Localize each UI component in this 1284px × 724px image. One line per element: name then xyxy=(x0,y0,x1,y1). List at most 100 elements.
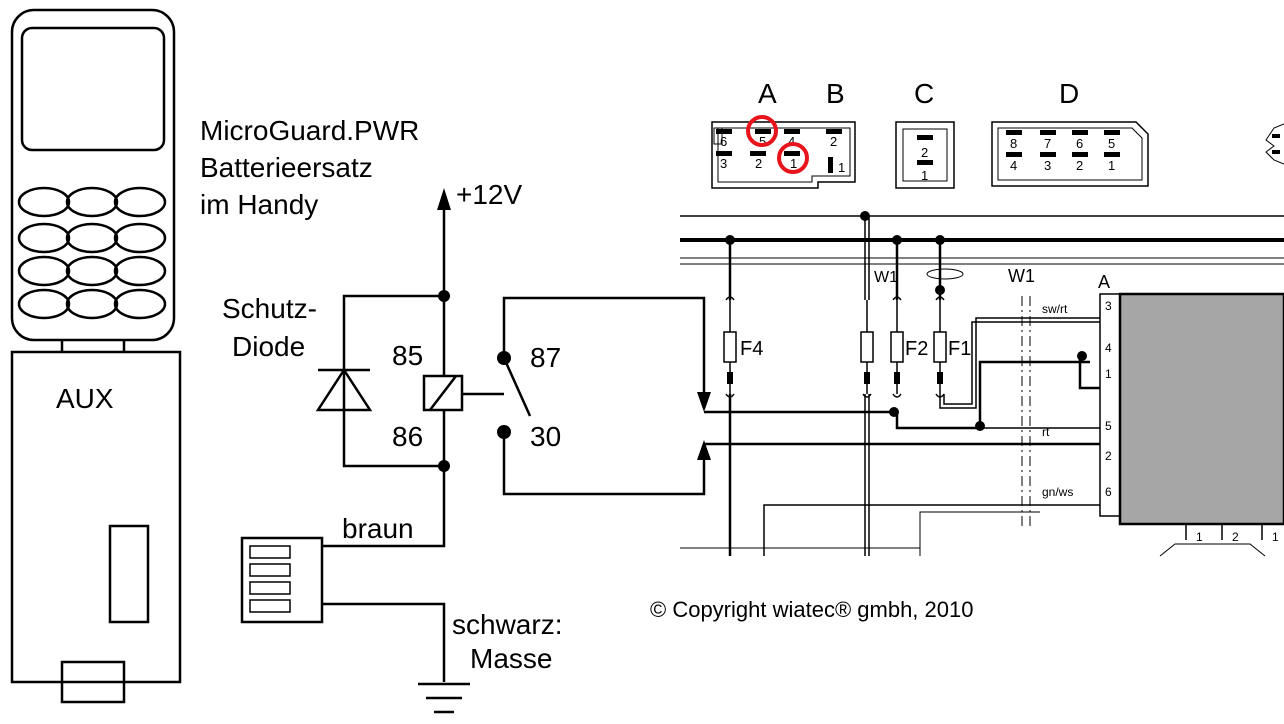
wire-marker-w1-a: W1 xyxy=(874,269,898,286)
connector-a-pins: 6 5 4 3 2 1 xyxy=(716,129,800,171)
fuse-unlabeled xyxy=(860,300,874,398)
diode-loop xyxy=(342,294,444,468)
wire-color-rt: rt xyxy=(1042,425,1050,439)
black-wire-label-1: schwarz: xyxy=(452,609,562,640)
mobile-phone: AUX xyxy=(10,8,182,704)
supply-label: +12V xyxy=(456,179,522,210)
keypad-key xyxy=(113,186,167,218)
diode-label-1: Schutz- xyxy=(222,293,317,324)
keypad-key xyxy=(65,288,119,320)
fuse-f2-label: F2 xyxy=(905,338,928,360)
junction-dot xyxy=(438,290,450,302)
supply-arrow xyxy=(437,188,451,210)
svg-text:2: 2 xyxy=(1232,530,1239,544)
unit-label: A xyxy=(1098,272,1110,292)
keypad-key xyxy=(65,186,119,218)
fuse-f2: F2 xyxy=(890,296,928,398)
relay-circuit: +12V Schutz- Diode 85 86 87 30 xyxy=(222,179,711,714)
svg-text:5: 5 xyxy=(1108,136,1115,151)
relay-coil-icon xyxy=(422,374,464,412)
keypad-key xyxy=(113,255,167,287)
connector-c-pins: 2 1 xyxy=(917,135,933,183)
svg-text:4: 4 xyxy=(788,134,795,149)
svg-text:2: 2 xyxy=(755,156,762,171)
keypad-key xyxy=(113,222,167,254)
battery-slot xyxy=(108,524,150,624)
svg-text:5: 5 xyxy=(1105,419,1112,433)
module-desc-1: Batterieersatz xyxy=(200,152,373,183)
connector-a-letter: A xyxy=(758,78,777,109)
svg-text:1: 1 xyxy=(921,168,928,183)
keypad-key xyxy=(17,222,71,254)
connector-b-letter: B xyxy=(826,78,845,109)
terminal-30-label: 30 xyxy=(530,421,561,452)
unit-pins: 3 4 1 5 2 6 xyxy=(1105,299,1112,499)
svg-text:8: 8 xyxy=(1010,136,1017,151)
svg-text:1: 1 xyxy=(838,160,845,175)
fuse-f1: F1 xyxy=(933,285,971,398)
black-wire xyxy=(322,602,446,682)
terminal-85-label: 85 xyxy=(392,340,423,371)
svg-text:2: 2 xyxy=(1105,449,1112,463)
phone-screen xyxy=(20,26,166,152)
module-name: MicroGuard.PWR xyxy=(200,115,419,146)
ground-icon xyxy=(418,682,470,714)
unit-connector-strip xyxy=(1099,293,1121,517)
brown-wire-label: braun xyxy=(342,513,414,544)
connector-b-pins: 2 1 xyxy=(826,129,845,175)
svg-text:1: 1 xyxy=(1272,530,1279,544)
svg-text:6: 6 xyxy=(720,134,727,149)
keypad-key xyxy=(113,288,167,320)
highlight-circle-pin-1 xyxy=(777,142,809,174)
wire-color-gn-ws: gn/ws xyxy=(1042,485,1073,499)
connector-ab-housing xyxy=(711,121,856,189)
connector-d-housing xyxy=(991,121,1149,187)
control-unit xyxy=(1118,292,1284,526)
keypad-key xyxy=(17,255,71,287)
svg-text:3: 3 xyxy=(720,156,727,171)
connector-plug xyxy=(240,536,324,624)
svg-text:1: 1 xyxy=(790,156,797,171)
svg-text:1: 1 xyxy=(1196,530,1203,544)
brown-wire xyxy=(322,466,446,548)
svg-text:1: 1 xyxy=(1108,158,1115,173)
terminal-86-label: 86 xyxy=(392,421,423,452)
svg-text:1: 1 xyxy=(1105,367,1112,381)
diode-label-2: Diode xyxy=(232,331,305,362)
module-caption: MicroGuard.PWR Batterieersatz im Handy xyxy=(200,115,419,220)
svg-text:4: 4 xyxy=(1105,341,1112,355)
svg-text:7: 7 xyxy=(1044,136,1051,151)
connector-c-letter: C xyxy=(914,78,934,109)
highlight-circle-pin-5 xyxy=(746,115,778,147)
keypad-key xyxy=(65,222,119,254)
unit-bottom-pins: 1 2 1 xyxy=(1159,524,1279,557)
svg-text:2: 2 xyxy=(830,134,837,149)
battery-module xyxy=(10,350,182,684)
svg-text:2: 2 xyxy=(1076,158,1083,173)
fuse-f4-label: F4 xyxy=(740,338,763,360)
diode-icon xyxy=(315,367,373,412)
svg-text:3: 3 xyxy=(1044,158,1051,173)
partial-connector-icon xyxy=(1265,123,1284,165)
keypad-key xyxy=(65,255,119,287)
connector-d-pins: 8 7 6 5 4 3 2 1 xyxy=(1006,130,1120,173)
svg-text:4: 4 xyxy=(1010,158,1017,173)
phone-keypad xyxy=(17,186,167,320)
svg-text:6: 6 xyxy=(1076,136,1083,151)
fuse-f4: F4 xyxy=(723,296,763,398)
wire-30-out xyxy=(502,432,706,496)
wire-87-out xyxy=(502,296,706,400)
keypad-key xyxy=(17,186,71,218)
connector-c-housing xyxy=(895,121,955,189)
svg-text:2: 2 xyxy=(921,145,928,160)
connector-pinouts: A B C D 6 5 4 3 2 1 2 1 xyxy=(711,78,1284,189)
battery-tab xyxy=(60,660,126,704)
aux-label: AUX xyxy=(56,383,114,414)
fuse-f1-label: F1 xyxy=(948,338,971,360)
wire-marker-w1-b: W1 xyxy=(1008,266,1035,286)
relay-switch xyxy=(502,357,532,417)
terminal-87-label: 87 xyxy=(530,342,561,373)
svg-text:6: 6 xyxy=(1105,485,1112,499)
